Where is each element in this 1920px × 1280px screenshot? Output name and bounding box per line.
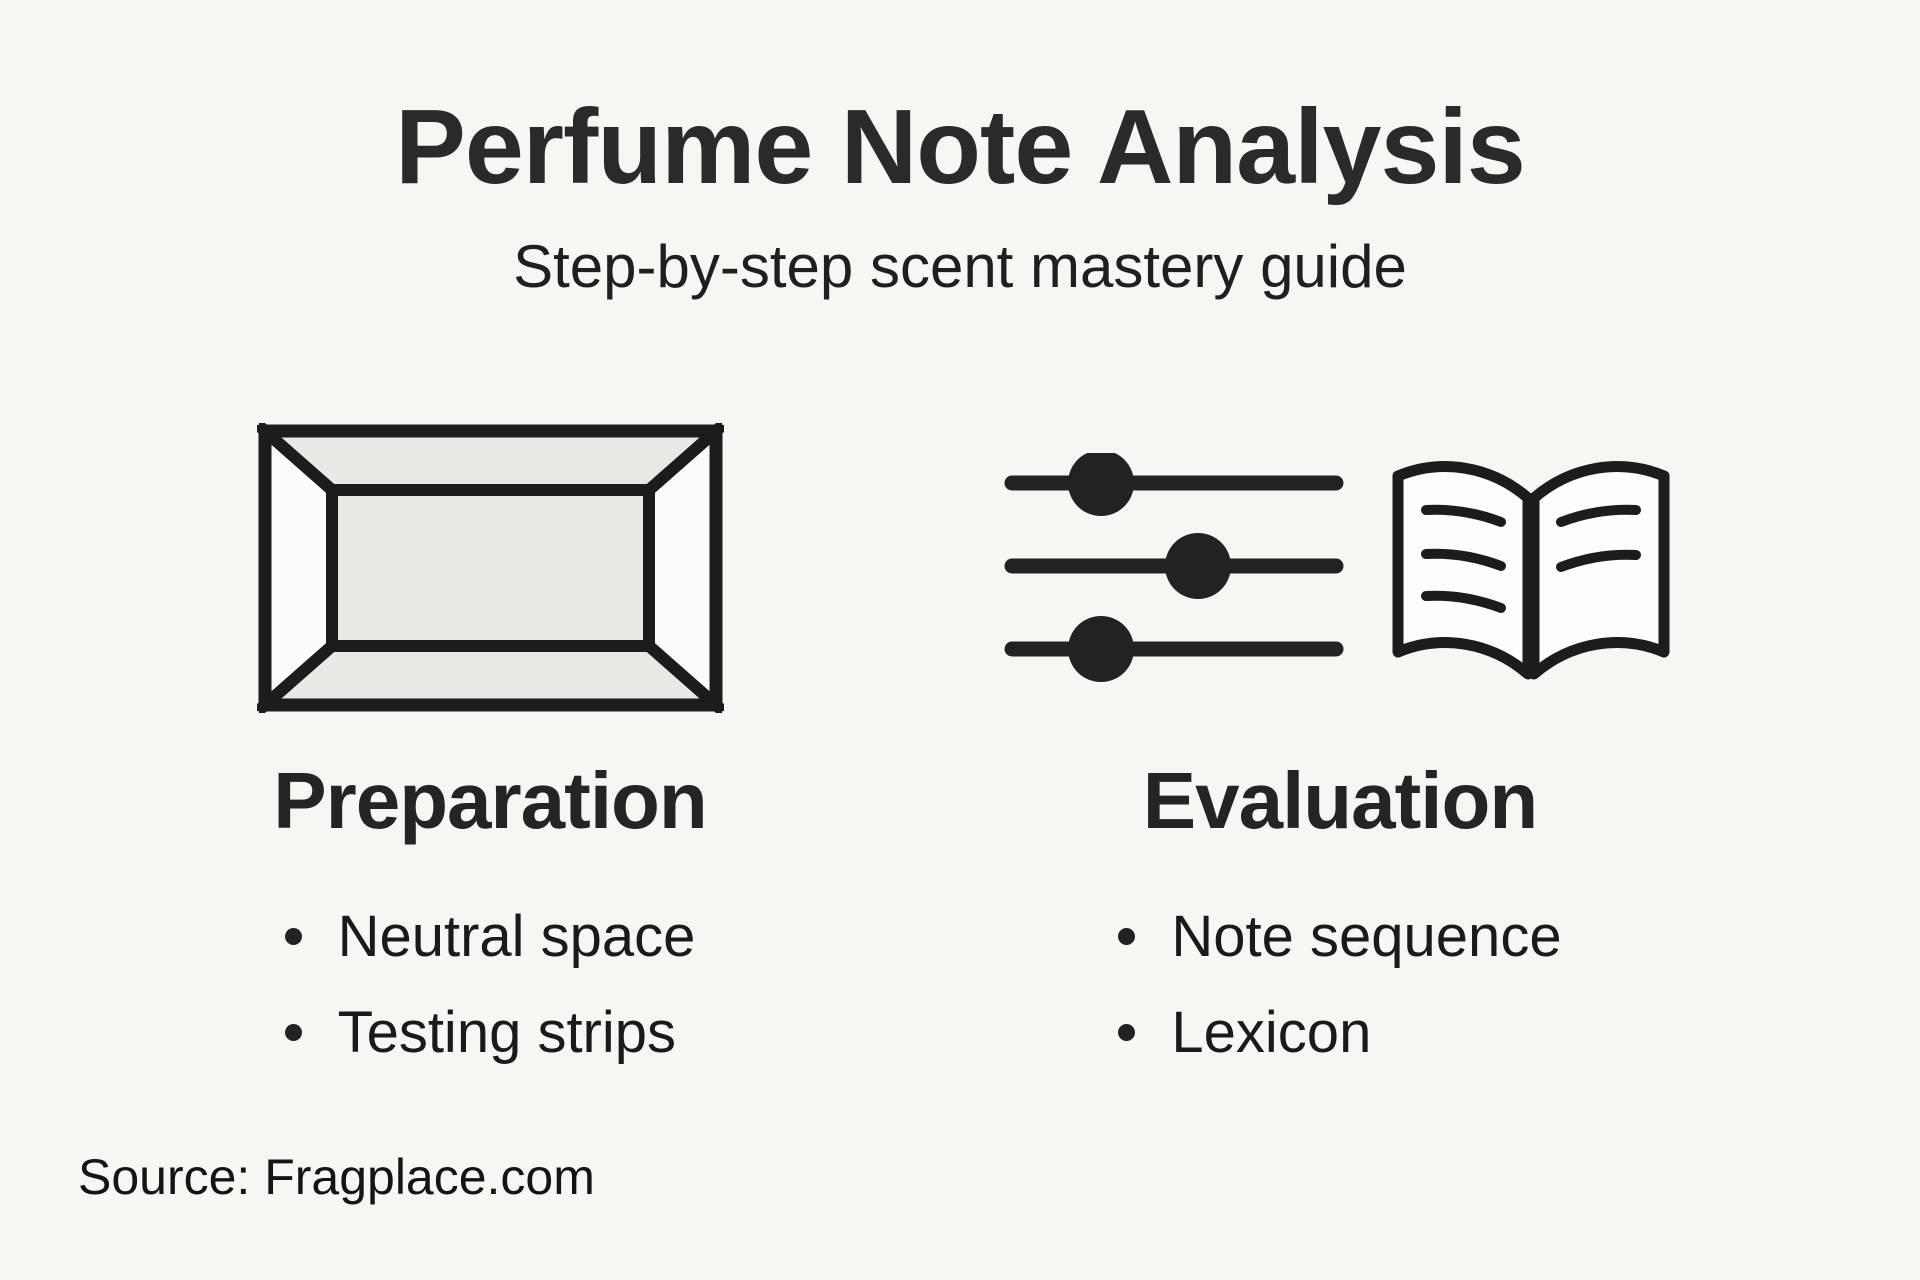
page-subtitle: Step-by-step scent mastery guide	[513, 232, 1407, 300]
preparation-heading: Preparation	[273, 756, 708, 845]
tray-icon	[256, 423, 724, 713]
evaluation-heading: Evaluation	[1142, 756, 1539, 845]
list-item: Note sequence	[1118, 889, 1562, 985]
bullet-dot	[1118, 928, 1136, 946]
column-preparation: Preparation Neutral space Testing strips	[140, 415, 840, 1080]
open-book-icon	[1386, 446, 1676, 691]
bullet-dot	[284, 928, 302, 946]
bullet-dot	[284, 1024, 302, 1042]
sliders-icon	[1004, 453, 1344, 683]
list-item: Testing strips	[284, 985, 696, 1081]
list-item: Neutral space	[284, 889, 696, 985]
bullet-dot	[1118, 1024, 1136, 1042]
preparation-list: Neutral space Testing strips	[140, 889, 840, 1080]
list-item: Lexicon	[1118, 985, 1561, 1081]
list-item-label: Note sequence	[1171, 904, 1562, 969]
header: Perfume Note Analysis Step-by-step scent…	[0, 78, 1920, 301]
evaluation-icon-row	[980, 415, 1700, 721]
column-evaluation: Evaluation Note sequence Lexicon	[980, 415, 1700, 1080]
preparation-icon-row	[140, 415, 840, 721]
evaluation-list: Note sequence Lexicon	[980, 889, 1700, 1080]
source-attribution: Source: Fragplace.com	[78, 1149, 595, 1205]
list-item-label: Testing strips	[337, 999, 677, 1065]
list-item-label: Neutral space	[337, 904, 696, 969]
page-title: Perfume Note Analysis	[395, 88, 1526, 206]
list-item-label: Lexicon	[1171, 999, 1372, 1065]
